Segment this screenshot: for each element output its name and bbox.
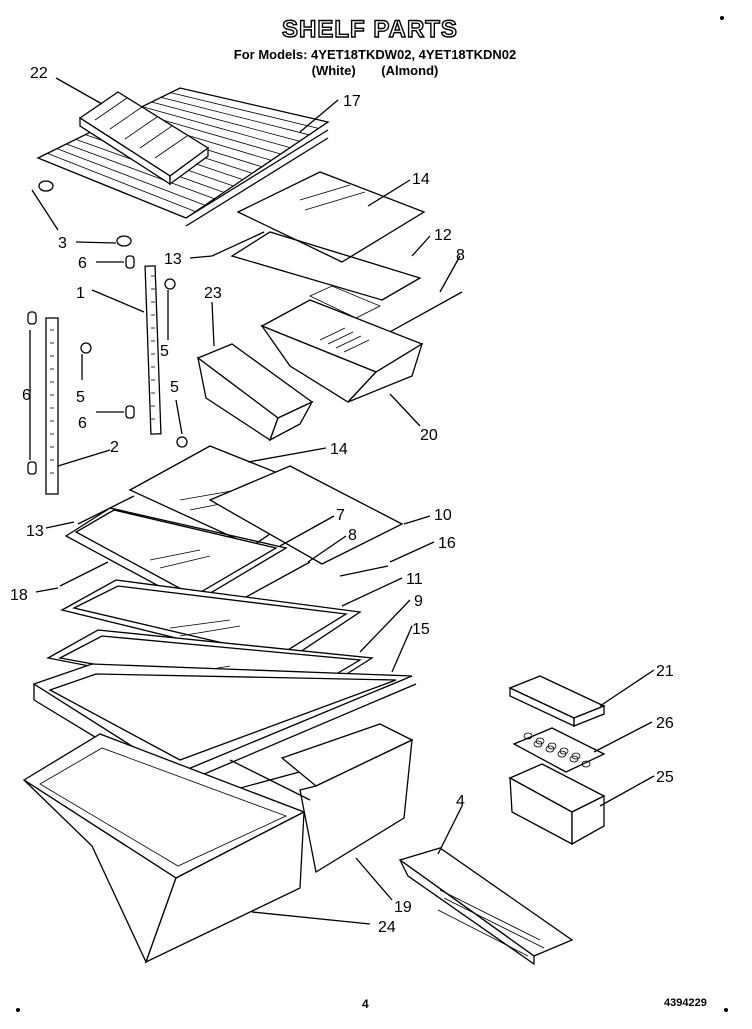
callout-19: 19	[394, 899, 412, 916]
callout-15: 15	[412, 621, 430, 638]
model-numbers: For Models: 4YET18TKDW02, 4YET18TKDN02	[233, 47, 517, 62]
crisper-drawer-right	[280, 723, 414, 874]
rail-clip	[125, 405, 135, 419]
callout-9: 9	[414, 593, 423, 610]
shelf-rail-right	[144, 265, 162, 435]
callout-10: 10	[434, 507, 452, 524]
crisper-drawer-left	[22, 733, 306, 964]
callout-6: 6	[78, 415, 87, 432]
glass-shelf-upper	[236, 171, 426, 263]
shelf-frame-7	[64, 507, 288, 605]
callout-18: 18	[10, 587, 28, 604]
callout-6: 6	[78, 255, 87, 272]
callout-5: 5	[160, 343, 169, 360]
glass-insert-11	[72, 585, 348, 657]
page-number: 4	[362, 997, 369, 1011]
callout-16: 16	[438, 535, 456, 552]
callout-4: 4	[456, 793, 465, 810]
shelf-rail-left	[45, 317, 59, 495]
callout-8: 8	[456, 247, 465, 264]
callout-7: 7	[336, 507, 345, 524]
screw	[164, 278, 176, 290]
shelf-frame-upper	[230, 231, 422, 301]
registration-mark	[724, 1008, 728, 1012]
end-cap	[38, 180, 54, 192]
shelf-trim-13	[77, 495, 135, 525]
callout-8: 8	[348, 527, 357, 544]
callout-6: 6	[22, 387, 31, 404]
screw	[176, 436, 188, 448]
callout-3: 3	[58, 235, 67, 252]
callout-26: 26	[656, 715, 674, 732]
meat-drawer	[260, 285, 424, 403]
callout-14: 14	[412, 171, 430, 188]
registration-mark	[16, 1008, 20, 1012]
registration-mark	[720, 16, 724, 20]
callout-20: 20	[420, 427, 438, 444]
callout-1: 1	[76, 285, 85, 302]
screw	[80, 342, 92, 354]
egg-bin	[78, 91, 210, 186]
rail-cover	[398, 847, 574, 966]
butter-door-21	[508, 675, 606, 728]
callout-2: 2	[110, 439, 119, 456]
callout-13: 13	[26, 523, 44, 540]
shelf-trim-upper	[211, 231, 265, 257]
leader-lines	[29, 77, 655, 925]
rail-clip	[125, 255, 135, 269]
callout-14: 14	[330, 441, 348, 458]
shelf-trim-18	[59, 561, 109, 587]
end-cap	[116, 235, 132, 247]
door-bin	[196, 343, 314, 442]
callout-13: 13	[164, 251, 182, 268]
callout-25: 25	[656, 769, 674, 786]
document-number: 4394229	[664, 997, 707, 1009]
egg-tray-26	[512, 727, 606, 773]
diagram-title: SHELF PARTS	[281, 15, 458, 43]
callout-23: 23	[204, 285, 222, 302]
callout-24: 24	[378, 919, 396, 936]
shelf-trim-16	[339, 565, 389, 577]
glass-insert-7	[74, 509, 278, 597]
callout-5: 5	[170, 379, 179, 396]
color-variants: (White) (Almond)	[311, 63, 439, 78]
rail-clip	[27, 311, 37, 325]
callout-12: 12	[434, 227, 452, 244]
door-shelf-bin-25	[508, 763, 606, 846]
callout-21: 21	[656, 663, 674, 680]
callout-22: 22	[30, 65, 48, 82]
callout-5: 5	[76, 389, 85, 406]
rail-clip	[27, 461, 37, 475]
callout-labels: 22 17 14 3 13 12 6 8 1 23 5 6 5 5 6 20 2…	[10, 65, 674, 936]
callout-11: 11	[406, 571, 423, 588]
callout-17: 17	[343, 93, 361, 110]
